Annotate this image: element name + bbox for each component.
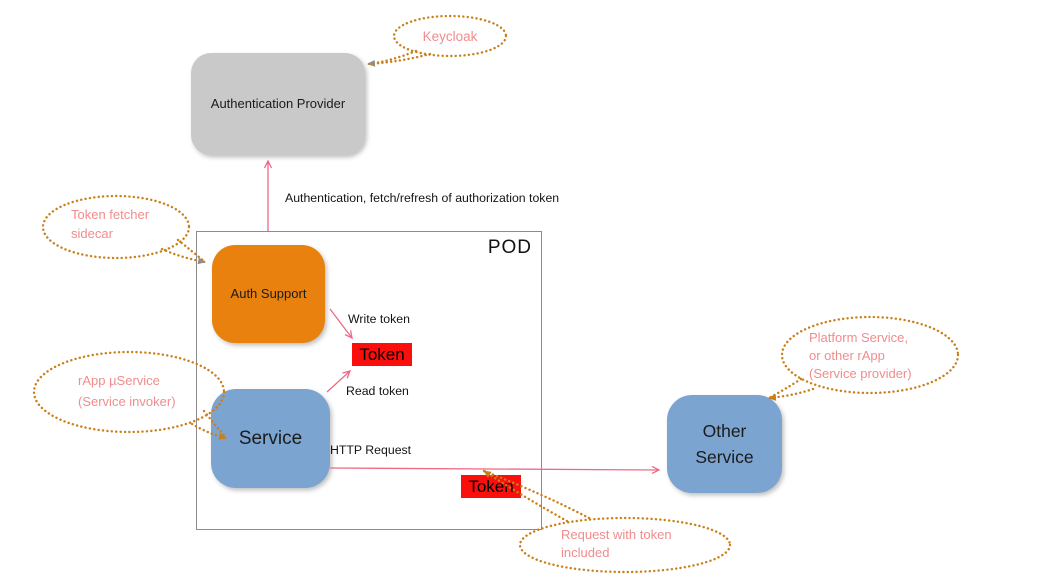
auth-support-label: Auth Support [230,286,307,302]
token-in-request-chip: Token [461,475,521,498]
service-label: Service [238,427,303,449]
http-request-label: HTTP Request [330,443,412,457]
node-authentication-provider: Authentication Provider [191,53,365,155]
cloud-keycloak-tail [366,49,418,67]
cloud-platform-service-tail2 [767,377,803,400]
cloud-keycloak-tail2 [366,52,432,66]
node-auth-support: Auth Support [212,245,325,343]
write-token-label: Write token [348,312,410,326]
node-other-service: Other Service [667,395,782,493]
node-service: Service [211,389,330,488]
other-service-label: Other Service [695,421,754,467]
token-store-chip: Token [352,343,412,366]
rapp-microservice-annotation: rApp µService (Service invoker) [78,373,176,409]
pod-label: POD [487,237,532,258]
token-fetcher-annotation: Token fetcher sidecar [71,207,150,241]
authentication-provider-label: Authentication Provider [210,96,346,112]
platform-service-annotation: Platform Service, or other rApp (Service… [809,330,912,381]
read-token-label: Read token [346,384,409,398]
cloud-platform-service-tail [767,387,815,401]
request-with-token-annotation: Request with token included [561,527,672,560]
auth-flow-label: Authentication, fetch/refresh of authori… [285,191,560,205]
keycloak-annotation: Keycloak [422,29,478,44]
